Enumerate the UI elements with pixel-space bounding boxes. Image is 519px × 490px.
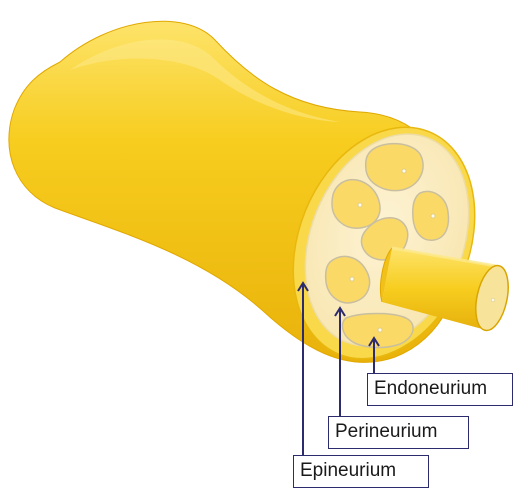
fascicle-top bbox=[366, 144, 423, 191]
perineurium-label: Perineurium bbox=[328, 416, 469, 449]
epineurium-label: Epineurium bbox=[293, 455, 429, 488]
endoneurium-label: Endoneurium bbox=[367, 373, 513, 406]
